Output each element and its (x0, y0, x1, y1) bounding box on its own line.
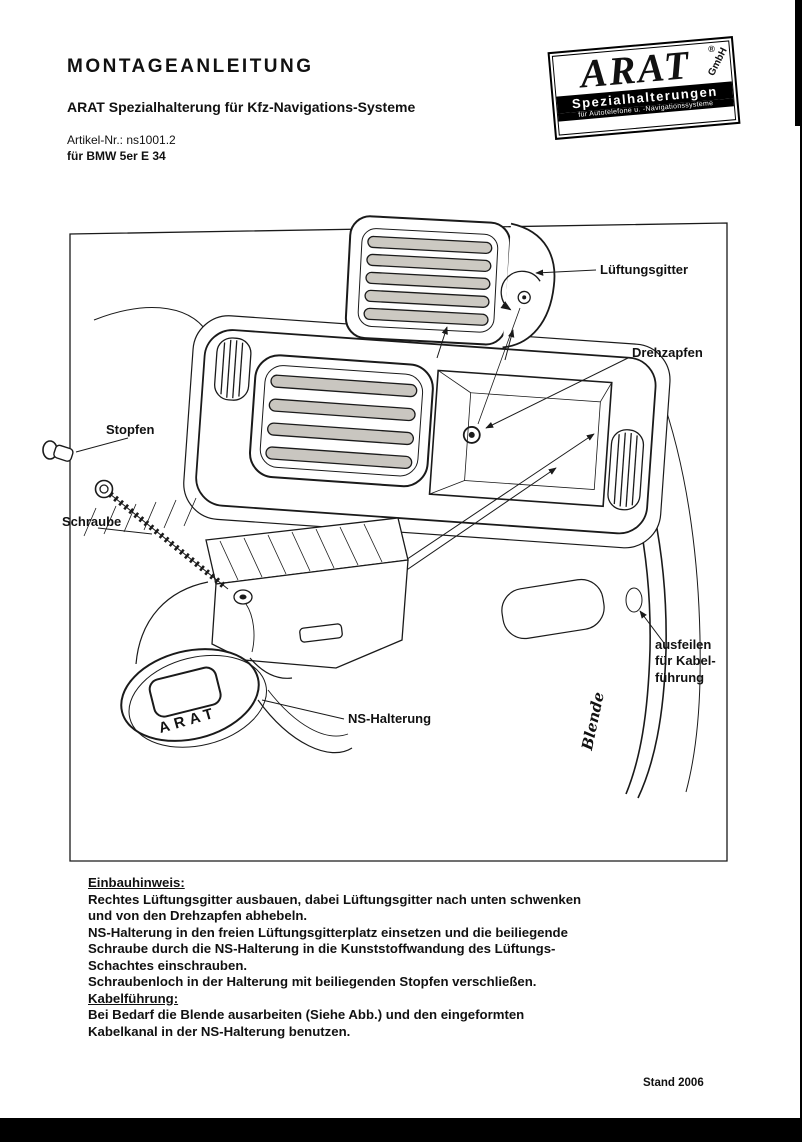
drehzapfen-pivot (462, 426, 481, 444)
dash-contour (93, 307, 211, 339)
page-title: MONTAGEANLEITUNG (67, 56, 314, 77)
page-subtitle: ARAT Spezialhalterung für Kfz-Navigation… (67, 99, 416, 115)
label-schraube: Schraube (62, 514, 122, 529)
dashboard-frame (69, 222, 728, 862)
screw-hole (233, 589, 253, 605)
motion-arrows (309, 307, 595, 637)
article-number: Artikel-Nr.: ns1001.2 (67, 133, 176, 147)
stopfen-part (42, 440, 74, 462)
label-blende: Blende (578, 690, 608, 752)
einbauhinweis-body: Rechtes Lüftungsgitter ausbauen, dabei L… (88, 891, 582, 990)
pivot-end-cap (502, 222, 556, 349)
open-shaft (428, 369, 613, 508)
left-rib-cap (214, 337, 252, 401)
leader-lines (75, 269, 665, 720)
blende-part (501, 389, 701, 799)
einbauhinweis-heading: Einbauhinweis: (88, 875, 185, 890)
kabelfuehrung-body: Bei Bedarf die Blende ausarbeiten (Siehe… (88, 1007, 525, 1039)
bracket-ring (120, 648, 268, 748)
swivel-arrow (500, 270, 541, 311)
right-rib-cap (607, 429, 645, 511)
dash-recess (501, 578, 605, 640)
arat-logo: ARAT ® GmbH Spezialhalterungen für Autot… (547, 36, 741, 140)
lueftungsgitter-part (344, 215, 556, 349)
schraube-part (94, 479, 229, 590)
registered-trademark-icon: ® (707, 43, 716, 55)
vent-assembly (183, 315, 671, 549)
arat-logo-frame: ARAT ® GmbH Spezialhalterungen für Autot… (551, 40, 737, 136)
scan-artifact-right-line (800, 0, 802, 1142)
label-lueftungsgitter: Lüftungsgitter (600, 262, 689, 277)
label-drehzapfen: Drehzapfen (632, 345, 703, 360)
bracket-hatching (219, 523, 383, 581)
scan-artifact-bottom-bar (0, 1118, 802, 1142)
revision-stamp: Stand 2006 (643, 1077, 704, 1089)
scan-artifact-right-strip (795, 0, 802, 126)
bracket-arat-embossing: ARAT (156, 703, 220, 738)
kabel-notch (625, 587, 643, 613)
vehicle-model: für BMW 5er E 34 (67, 149, 166, 163)
label-ns-halterung: NS-Halterung (348, 711, 432, 726)
kabelfuehrung-heading: Kabelführung: (88, 990, 179, 1006)
grille (249, 354, 434, 488)
label-ausfeilen: ausfeilen für Kabel- führung (655, 637, 716, 685)
instructions-block: Einbauhinweis: Rechtes Lüftungsgitter au… (88, 875, 708, 1040)
label-stopfen: Stopfen (106, 422, 155, 437)
